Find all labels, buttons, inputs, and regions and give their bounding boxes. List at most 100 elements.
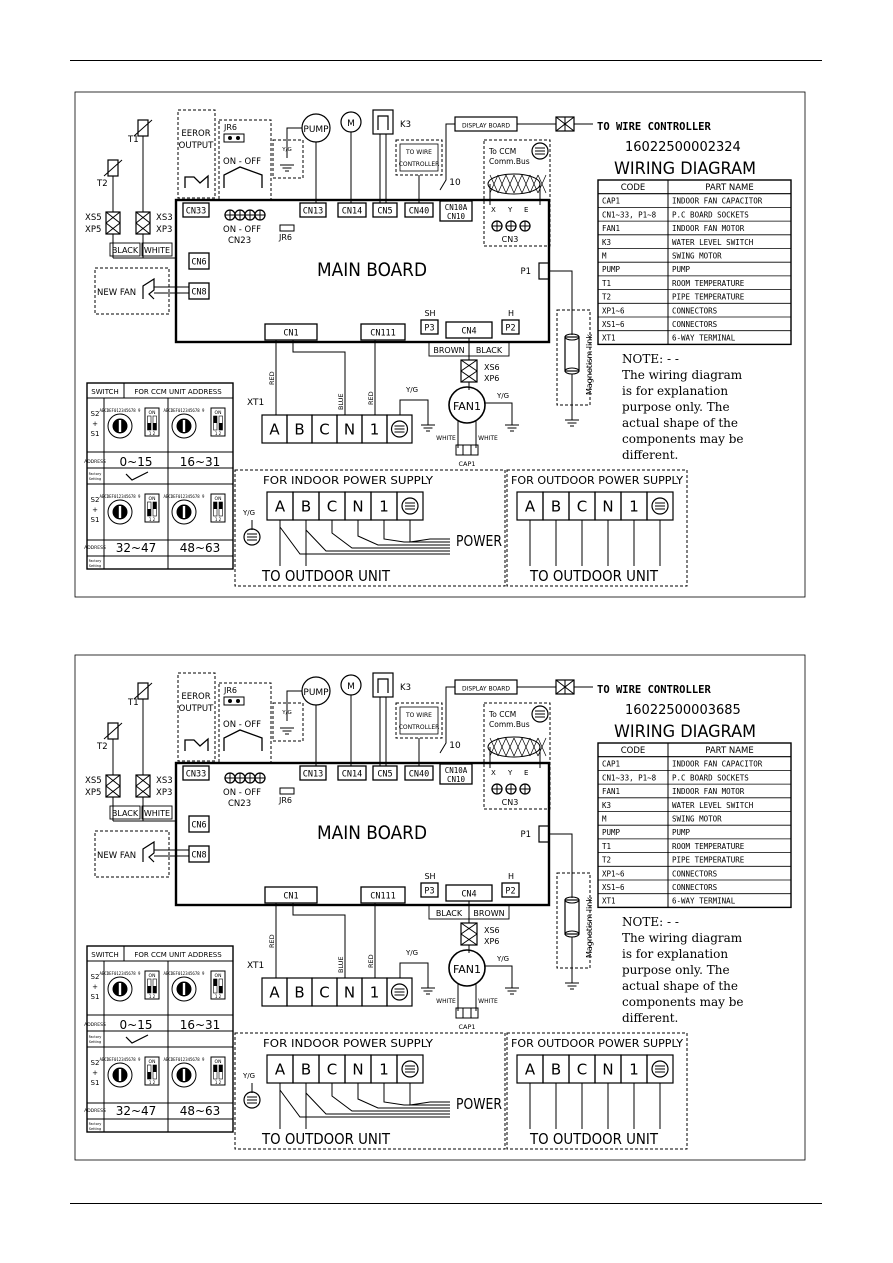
dip-switch-icon: ON1 2 [144, 970, 160, 1000]
wiring-diagram-title: WIRING DIAGRAM [614, 722, 756, 742]
terminal-label: 1 [370, 983, 380, 1001]
parts-code: XT1 [602, 897, 616, 906]
power-wire [331, 520, 450, 549]
factory-setting: Setting [89, 1127, 102, 1131]
eeror-label: EEROR [181, 129, 210, 139]
xt1-yg-label: Y/G [405, 949, 418, 957]
earth-terminal-icon [401, 497, 419, 515]
main-board-label: MAIN BOARD [317, 259, 427, 281]
xs3-x [135, 774, 151, 787]
cn1-blue-wire [292, 903, 346, 978]
parts-code: T2 [602, 856, 611, 865]
switch-header: SWITCH [91, 388, 118, 396]
parts-name: WATER LEVEL SWITCH [672, 801, 754, 810]
ccm-hatch [505, 737, 515, 757]
dial-switch-icon: ABCDEF012345678 9 [164, 1057, 205, 1088]
t1-arrow [133, 682, 153, 700]
display-to-cn10-wire [439, 686, 455, 754]
y-label: Y [507, 206, 513, 214]
xp6-label: XP6 [484, 374, 499, 383]
cn13-connector-label: CN13 [303, 770, 323, 780]
p3-connector [420, 882, 439, 898]
xs6-x [460, 922, 478, 935]
cn6-connector [188, 252, 210, 270]
ccm-address-header: FOR CCM UNIT ADDRESS [134, 951, 222, 959]
xt1-ground-icon [421, 424, 435, 432]
cn8-connector [188, 845, 210, 863]
parts-code: PUMP [602, 265, 621, 274]
earth-terminal-circle [390, 983, 409, 1001]
xt1-label: XT1 [247, 398, 264, 408]
power-wire [305, 1083, 450, 1115]
cn1-connector-label: CN1 [283, 892, 298, 902]
address-range: 0~15 [120, 1018, 153, 1032]
indoor-earth-icon [243, 528, 261, 546]
ccm-hatch [537, 737, 547, 757]
p2-connector-label: P2 [505, 887, 515, 897]
indoor-supply-box [234, 1032, 506, 1150]
ccm-earth-icon [531, 142, 549, 160]
parts-code: K3 [602, 238, 611, 247]
eeror-label: EEROR [181, 692, 210, 702]
terminal-label: 1 [370, 420, 380, 438]
parts-name: PIPE TEMPERATURE [672, 856, 745, 865]
fan-yg-label: Y/G [496, 955, 509, 963]
new-fan-icon [142, 840, 155, 863]
fan-white-left: WHITE [436, 435, 456, 442]
dial-digits: ABCDEF012345678 9 [100, 1057, 142, 1062]
s2-label: S2 [91, 410, 100, 418]
swing-motor-label: M [347, 682, 355, 692]
dip-on: ON [149, 973, 156, 979]
note-line: different. [622, 1011, 678, 1025]
xs3-label: XS3 [156, 213, 173, 223]
p3-connector-label: P3 [424, 324, 434, 334]
ccm-box [483, 139, 551, 247]
dial-switch-icon: ABCDEF012345678 9 [100, 494, 141, 525]
p1-label: P1 [520, 267, 531, 277]
pump-ground-icon [280, 727, 294, 735]
dial-slot [118, 506, 122, 518]
cn33-connector-label: CN33 [186, 207, 206, 217]
cn23-label: CN23 [228, 799, 251, 809]
parts-name: CONNECTORS [672, 306, 718, 315]
earth-terminal-circle [531, 142, 549, 160]
dip-lever [147, 1072, 151, 1079]
terminal-label: N [352, 497, 363, 515]
parts-name: INDOOR FAN CAPACITOR [672, 760, 763, 769]
red-label-2: RED [367, 954, 375, 968]
p2-connector-label: P2 [505, 324, 515, 334]
wire-controller-l2: CONTROLLER [399, 161, 440, 168]
parts-code: CAP1 [602, 197, 620, 206]
s1-label: S1 [91, 516, 100, 524]
black-label: BLACK [112, 246, 139, 255]
t2-label: T2 [96, 179, 108, 189]
dial-ring [171, 413, 197, 439]
black-label: BLACK [112, 809, 139, 818]
terminal-label: N [602, 1060, 613, 1078]
dial-digits: ABCDEF012345678 9 [100, 971, 142, 976]
plus-label: + [92, 506, 98, 514]
dip-body [210, 970, 226, 1000]
xs5-connector [105, 774, 121, 798]
dial-slot [118, 983, 122, 995]
pump-ground-wire [286, 690, 302, 721]
dip-lever [153, 1065, 157, 1072]
xp3-label: XP3 [156, 225, 172, 235]
wire-controller-l1: TO WIRE [405, 149, 432, 156]
power-wire [357, 1083, 450, 1109]
wire-controller-box [395, 139, 443, 176]
cn33-connector-label: CN33 [186, 770, 206, 780]
p1-wire [549, 833, 573, 898]
switch-table-border [86, 382, 234, 570]
to-wire-controller-label: TO WIRE CONTROLLER [597, 121, 711, 133]
parts-name: WATER LEVEL SWITCH [672, 238, 754, 247]
jr6-header [223, 696, 245, 706]
cn6-connector [188, 815, 210, 833]
jr6-pin [236, 136, 240, 140]
dip-switch-icon: ON1 2 [144, 407, 160, 437]
